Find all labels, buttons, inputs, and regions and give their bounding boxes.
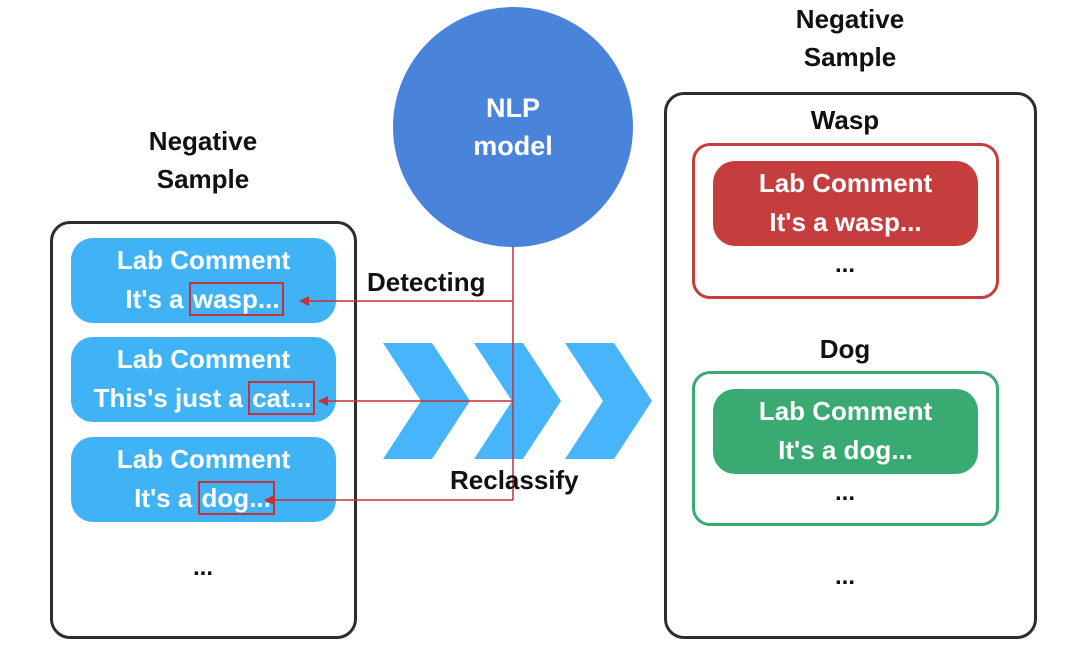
comment-text: It's a (134, 483, 200, 513)
comment-text: It's a (125, 284, 191, 314)
chevron-right-icon (565, 343, 652, 459)
comment-text: It's a wasp... (769, 207, 922, 237)
comment-title: Lab Comment (758, 168, 933, 198)
keyword-highlight: wasp... (188, 282, 284, 316)
nlp-model-circle (393, 7, 633, 247)
reclassify-label: Reclassify (450, 465, 579, 495)
comment-title: Lab Comment (116, 444, 291, 474)
nlp-model-line2: model (473, 131, 553, 161)
left-ellipsis: ... (192, 554, 213, 581)
comment-text: It's a dog... (778, 435, 913, 465)
right-heading-line1: Negative (795, 4, 905, 34)
comment-card-wasp: Lab Comment It's a wasp... (71, 238, 336, 323)
left-heading: Negative Sample (103, 122, 303, 198)
comment-text: This's just a (93, 383, 251, 413)
comment-title: Lab Comment (116, 245, 291, 275)
left-heading-line2: Sample (156, 164, 250, 194)
nlp-model-line1: NLP (486, 93, 540, 123)
wasp-comment-card: Lab Comment It's a wasp... (713, 161, 978, 246)
right-ellipsis: ... (834, 563, 855, 590)
group-label-wasp: Wasp (810, 105, 880, 135)
comment-card-dog: Lab Comment It's a dog... (71, 437, 336, 522)
keyword-highlight: dog... (197, 481, 275, 515)
nlp-model-label: NLP model (413, 89, 613, 165)
comment-title: Lab Comment (758, 396, 933, 426)
dog-group-ellipsis: ... (834, 479, 855, 506)
right-heading-line2: Sample (803, 42, 897, 72)
left-heading-line1: Negative (148, 126, 258, 156)
right-heading: Negative Sample (750, 0, 950, 76)
chevron-right-icon (474, 343, 561, 459)
detecting-label: Detecting (367, 267, 486, 297)
keyword-highlight: cat... (248, 381, 316, 415)
wasp-group-ellipsis: ... (834, 251, 855, 278)
dog-comment-card: Lab Comment It's a dog... (713, 389, 978, 474)
comment-card-cat: Lab Comment This's just a cat... (71, 337, 336, 422)
comment-title: Lab Comment (116, 344, 291, 374)
group-label-dog: Dog (819, 334, 871, 364)
